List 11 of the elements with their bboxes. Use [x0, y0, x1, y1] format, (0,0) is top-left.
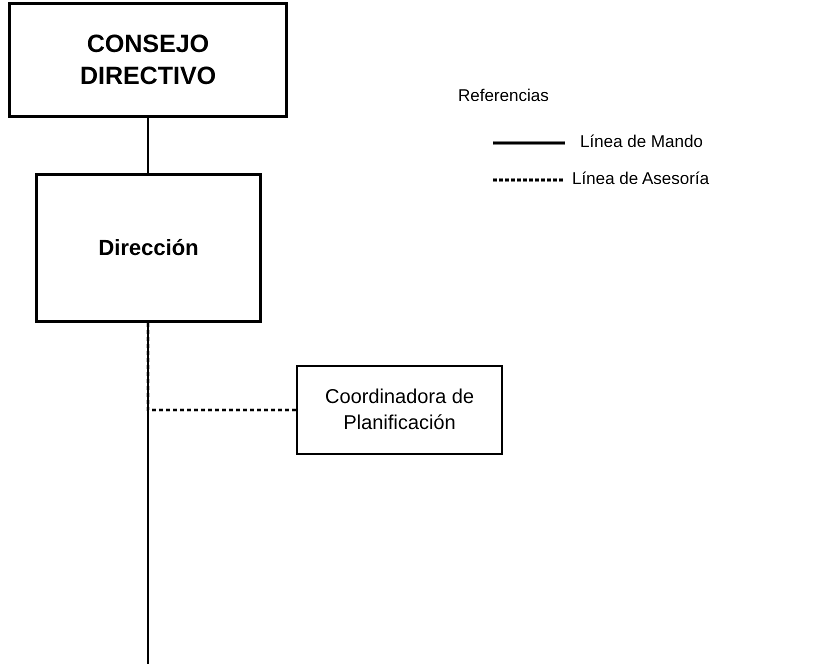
- org-box: [8, 2, 288, 118]
- org-box: [296, 365, 503, 455]
- box-label: CONSEJO DIRECTIVO: [78, 28, 218, 92]
- connector-line: [147, 118, 149, 173]
- legend-label: Línea de Mando: [580, 132, 703, 152]
- dashed-connector: [146, 323, 296, 412]
- org-box: [35, 173, 262, 323]
- box-label: Dirección: [98, 234, 199, 262]
- legend-label: Línea de Asesoría: [572, 169, 710, 189]
- legend-heading: Referencias: [458, 86, 549, 106]
- box-label: Coordinadora de Planificación: [324, 385, 475, 436]
